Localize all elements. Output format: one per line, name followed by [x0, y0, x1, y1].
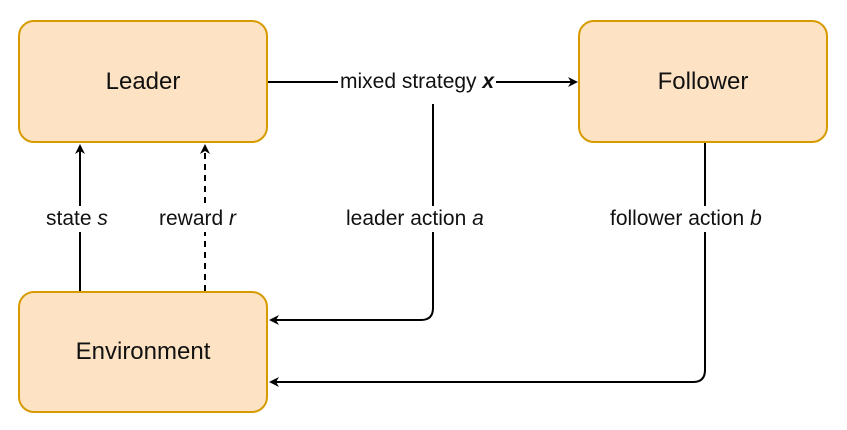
leader-label: Leader: [105, 67, 181, 95]
leader-action-label: leader action a: [344, 206, 486, 232]
leader-node: Leader: [18, 20, 268, 143]
leader-action-symbol: a: [472, 207, 484, 230]
mixed-strategy-label: mixed strategy x: [338, 69, 497, 95]
follower-node: Follower: [578, 20, 828, 143]
follower-action-label: follower action b: [608, 206, 764, 232]
edge-follower-action: [269, 143, 706, 387]
mixed-strategy-text: mixed strategy: [340, 70, 477, 93]
mixed-strategy-symbol: x: [482, 70, 495, 93]
environment-node: Environment: [18, 291, 268, 413]
follower-action-symbol: b: [750, 207, 762, 230]
state-symbol: s: [97, 207, 108, 230]
reward-symbol: r: [229, 207, 237, 230]
edge-leader-action: [269, 104, 434, 325]
state-label: state s: [44, 206, 110, 232]
environment-label: Environment: [75, 338, 211, 365]
state-text: state: [46, 207, 92, 230]
leader-action-text: leader action: [346, 207, 467, 230]
reward-label: reward r: [157, 206, 239, 232]
reward-text: reward: [159, 207, 224, 230]
follower-label: Follower: [657, 67, 749, 95]
follower-action-text: follower action: [610, 207, 745, 230]
